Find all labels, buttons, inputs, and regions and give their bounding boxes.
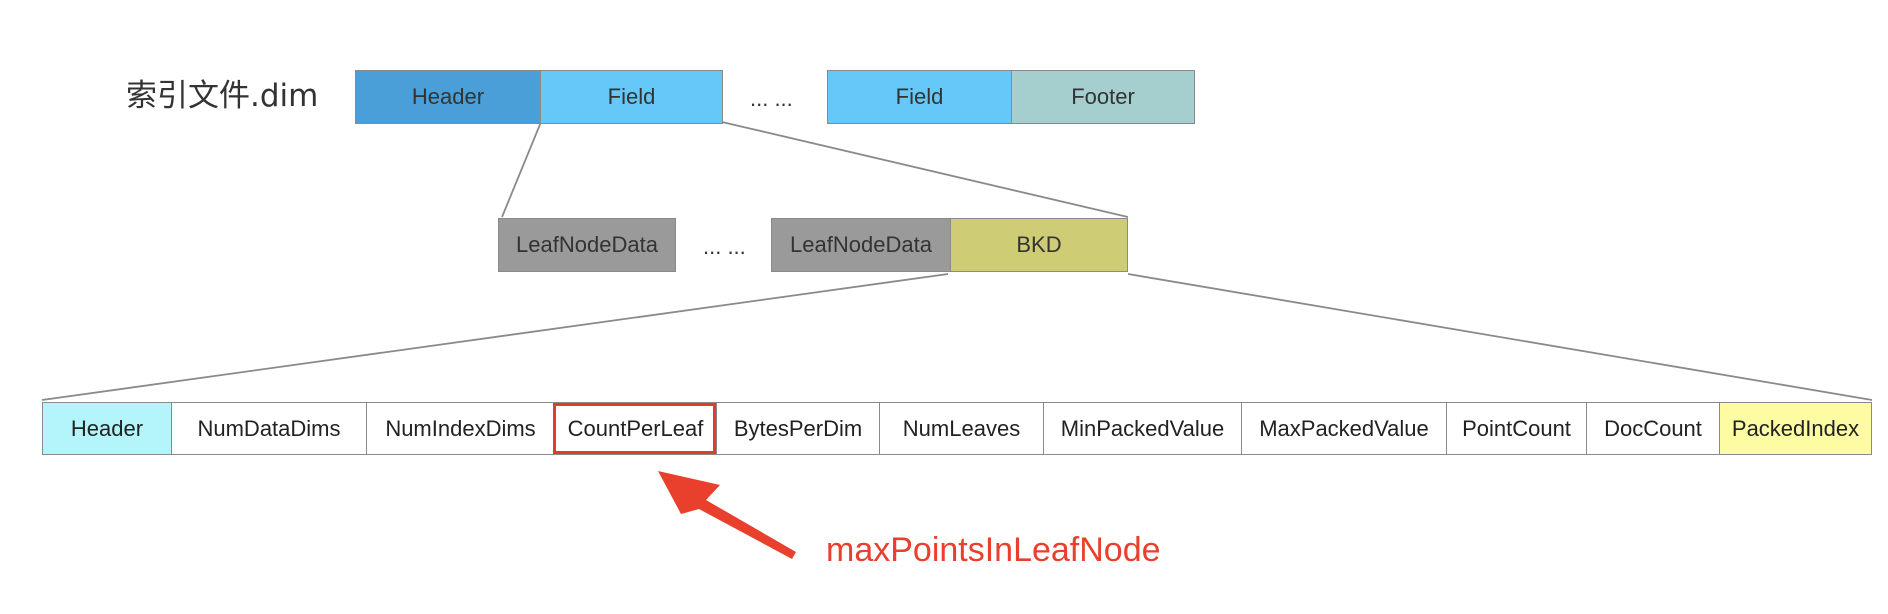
bkd-cell-doc-count: DocCount xyxy=(1587,403,1720,454)
bkd-cell-num-leaves: NumLeaves xyxy=(880,403,1044,454)
field-to-bkd-line-right xyxy=(721,121,1129,218)
top-header-block: Header xyxy=(355,70,541,124)
bkd-cell-point-count: PointCount xyxy=(1447,403,1587,454)
max-points-annotation: maxPointsInLeafNode xyxy=(826,531,1161,569)
leaf-node-data-block: LeafNodeData xyxy=(498,218,676,272)
bkd-to-row-line-left xyxy=(41,273,949,401)
bkd-cell-num-data-dims: NumDataDims xyxy=(172,403,367,454)
bkd-block: BKD xyxy=(950,218,1128,272)
count-per-leaf-highlight xyxy=(553,403,716,454)
leaf-node-data-block-2: LeafNodeData xyxy=(771,218,951,272)
bkd-cell-count-per-leaf: CountPerLeaf xyxy=(555,403,717,454)
bkd-cell-header: Header xyxy=(43,403,172,454)
bkd-cell-packed-index: PackedIndex xyxy=(1720,403,1871,454)
top-ellipsis: ... ... xyxy=(750,86,793,111)
bkd-cell-max-packed-value: MaxPackedValue xyxy=(1242,403,1447,454)
field-to-leaf-line-left xyxy=(501,121,542,218)
middle-ellipsis: ... ... xyxy=(703,234,746,259)
file-label: 索引文件.dim xyxy=(126,78,319,114)
red-arrow xyxy=(658,471,796,559)
top-field-block: Field xyxy=(540,70,723,124)
bkd-to-row-line-right xyxy=(1127,273,1873,401)
bkd-cell-bytes-per-dim: BytesPerDim xyxy=(717,403,880,454)
bkd-fields-row: Header NumDataDims NumIndexDims CountPer… xyxy=(42,402,1872,455)
bkd-cell-num-index-dims: NumIndexDims xyxy=(367,403,555,454)
top-field-block-2: Field xyxy=(827,70,1012,124)
bkd-cell-min-packed-value: MinPackedValue xyxy=(1044,403,1242,454)
top-footer-block: Footer xyxy=(1011,70,1195,124)
